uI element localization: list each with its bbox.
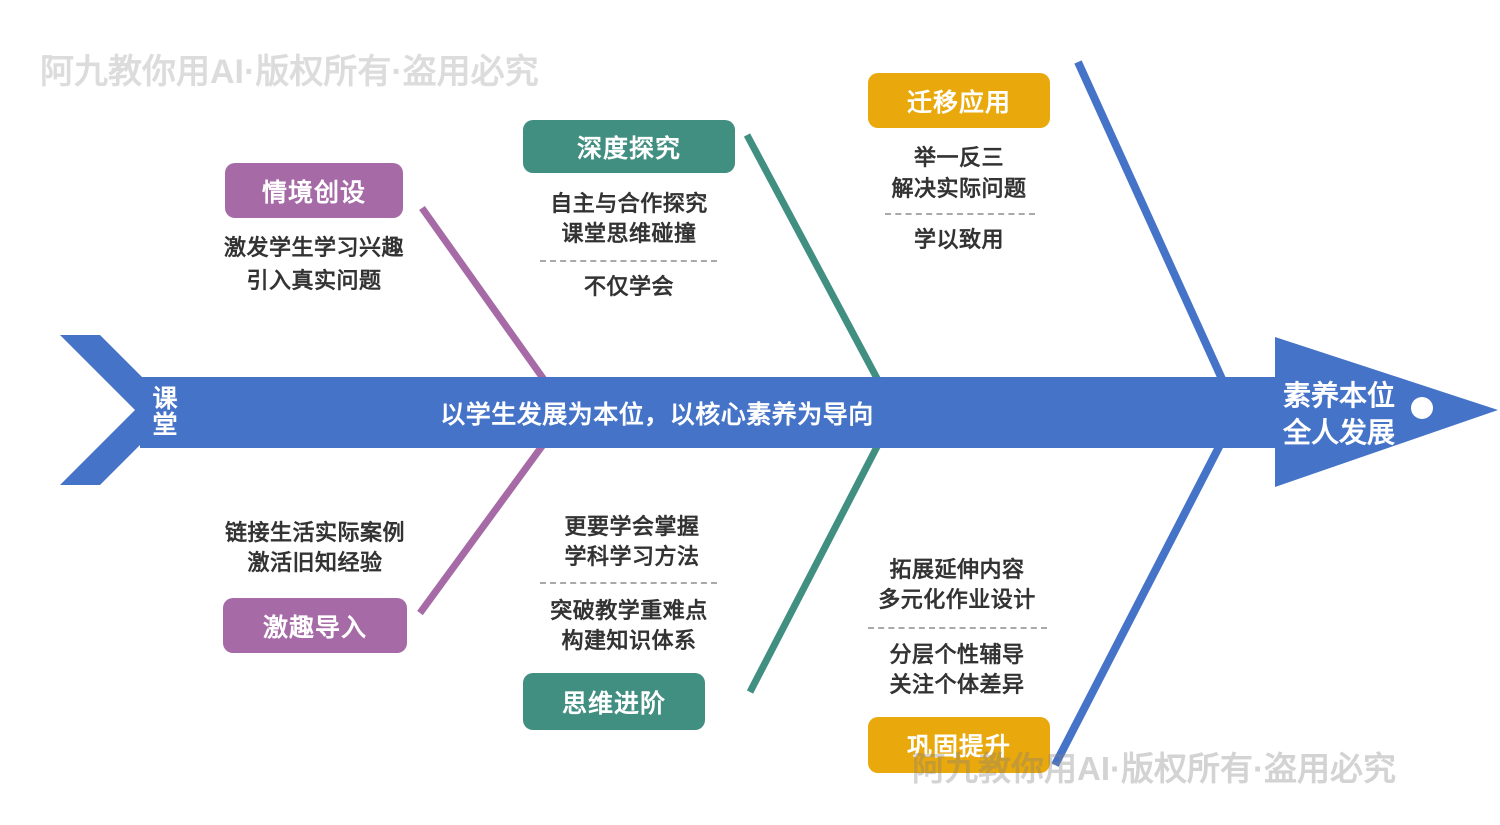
branch-box-fun-intro: 激趣导入 xyxy=(223,598,407,653)
spine-bar xyxy=(140,377,1285,448)
dashed-divider-consolidate xyxy=(868,627,1047,629)
note-line: 学科学习方法 xyxy=(564,544,700,569)
branch-box-consolidate: 巩固提升 xyxy=(868,717,1050,773)
note-line: 关注个体差异 xyxy=(889,672,1025,697)
dashed-divider-deep-inquiry xyxy=(540,260,717,262)
note-line: 突破教学重难点 xyxy=(550,598,708,623)
notes-thinking-main: 更要学会掌握 学科学习方法 xyxy=(517,512,747,572)
note-line: 课堂思维碰撞 xyxy=(561,221,697,246)
head-dot-icon xyxy=(1411,397,1433,419)
notes-deep-inquiry-sub: 不仅学会 xyxy=(514,272,744,302)
note-line: 解决实际问题 xyxy=(891,176,1027,201)
notes-consolidate-sub: 分层个性辅导 关注个体差异 xyxy=(842,640,1072,700)
rib-line-deep-inquiry xyxy=(743,133,899,414)
note-line: 构建知识体系 xyxy=(561,628,697,653)
note-line: 引入真实问题 xyxy=(246,268,382,293)
notes-transfer-main: 举一反三 解决实际问题 xyxy=(844,142,1074,204)
note-line: 举一反三 xyxy=(913,145,1004,170)
rib-line-transfer xyxy=(1074,60,1241,414)
spine-message: 以学生发展为本位，以核心素养为导向 xyxy=(440,400,874,429)
branch-box-situation: 情境创设 xyxy=(225,163,403,218)
note-line: 拓展延伸内容 xyxy=(889,557,1025,582)
spine-head-label: 素养本位 全人发展 xyxy=(1279,377,1399,451)
notes-fun-intro: 链接生活实际案例 激活旧知经验 xyxy=(200,518,430,578)
branch-box-thinking: 思维进阶 xyxy=(523,673,705,730)
notes-transfer-sub: 学以致用 xyxy=(844,225,1074,255)
rib-line-consolidate xyxy=(1051,410,1241,767)
branch-box-transfer: 迁移应用 xyxy=(868,73,1050,128)
note-line: 更要学会掌握 xyxy=(564,514,700,539)
notes-deep-inquiry-main: 自主与合作探究 课堂思维碰撞 xyxy=(514,189,744,249)
notes-thinking-sub: 突破教学重难点 构建知识体系 xyxy=(514,596,744,656)
note-line: 自主与合作探究 xyxy=(550,191,708,216)
note-line: 多元化作业设计 xyxy=(878,587,1036,612)
branch-box-deep-inquiry: 深度探究 xyxy=(523,120,735,173)
watermark-top-left: 阿九教你用AI·版权所有·盗用必究 xyxy=(40,53,539,91)
head-arrow-icon xyxy=(1275,337,1498,487)
note-line: 激发学生学习兴趣 xyxy=(223,235,404,260)
head-label-line2: 全人发展 xyxy=(1282,417,1395,448)
notes-consolidate-main: 拓展延伸内容 多元化作业设计 xyxy=(842,555,1072,615)
note-line: 不仅学会 xyxy=(583,274,674,299)
notes-situation: 激发学生学习兴趣 引入真实问题 xyxy=(199,231,429,297)
dashed-divider-thinking xyxy=(540,582,717,584)
note-line: 链接生活实际案例 xyxy=(224,520,405,545)
note-line: 激活旧知经验 xyxy=(247,550,383,575)
note-line: 分层个性辅导 xyxy=(889,642,1025,667)
watermark-bottom-right: 阿九教你用AI·版权所有·盗用必究 xyxy=(912,750,1396,787)
head-label-line1: 素养本位 xyxy=(1282,380,1395,411)
spine-tail-label: 课堂 xyxy=(152,385,178,439)
dashed-divider-transfer xyxy=(885,213,1035,215)
rib-line-thinking xyxy=(746,410,899,694)
note-line: 学以致用 xyxy=(913,227,1004,252)
